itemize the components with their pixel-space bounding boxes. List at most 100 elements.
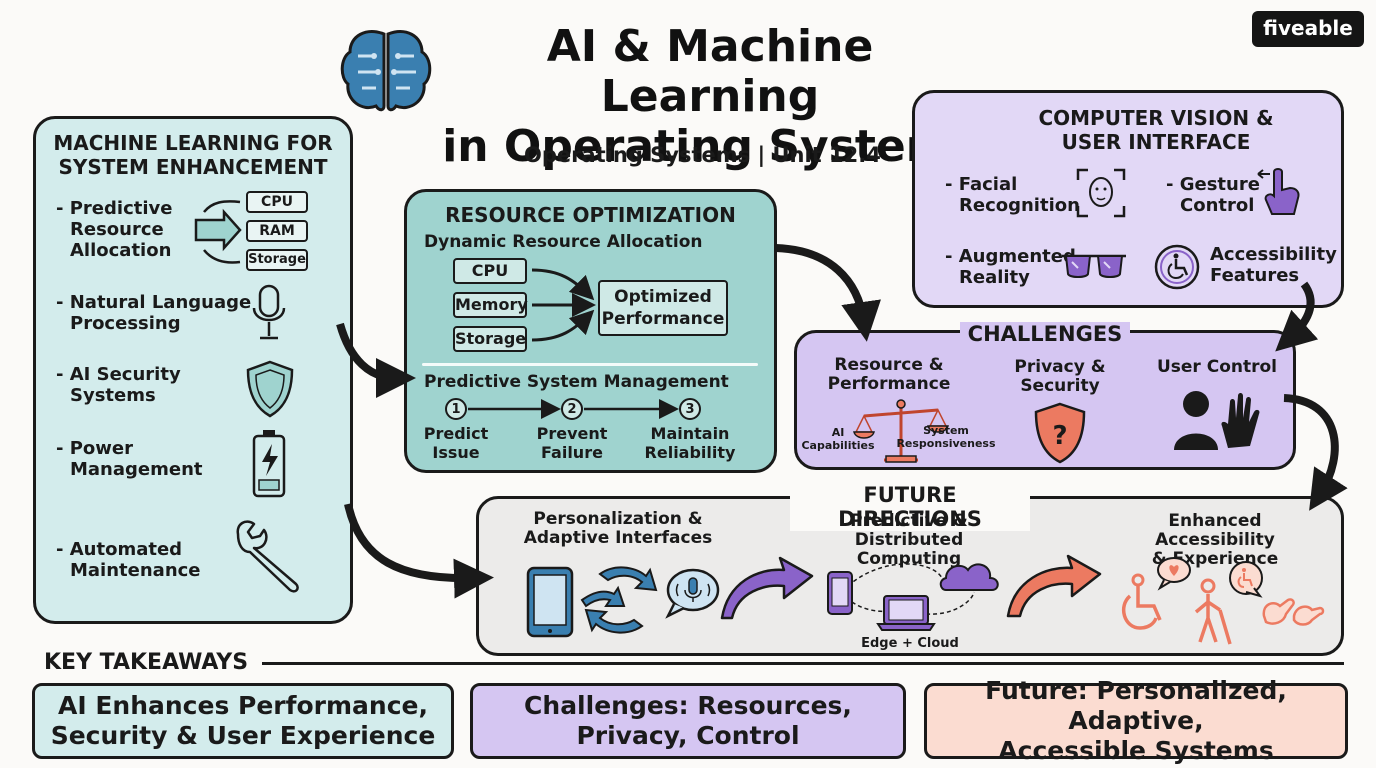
step-2-line2: Failure bbox=[541, 443, 603, 462]
resource-panel-subtitle: Dynamic Resource Allocation bbox=[424, 232, 703, 252]
ml-title-line-2: SYSTEM ENHANCEMENT bbox=[58, 155, 328, 179]
edge-cloud-caption: Edge + Cloud bbox=[861, 636, 959, 651]
challenge-privacy: Privacy & Security bbox=[1002, 358, 1118, 396]
step-2-line1: Prevent bbox=[536, 424, 608, 443]
wrench-icon bbox=[236, 520, 299, 593]
c1-line2: Performance bbox=[827, 374, 951, 394]
ml-item-3-line2: Systems bbox=[70, 385, 156, 406]
user-hand-icon bbox=[1174, 391, 1260, 450]
cv-item-accessibility: Accessibility Features bbox=[1210, 244, 1337, 286]
voice-bubble-icon bbox=[665, 568, 720, 619]
psm-title: Predictive System Management bbox=[424, 372, 729, 392]
title-line-1: AI & Machine Learning bbox=[546, 21, 874, 122]
ml-item-4-line2: Management bbox=[70, 459, 203, 480]
step-maintain: Maintain Reliability bbox=[642, 424, 738, 462]
ml-item-3-line1: - AI Security bbox=[56, 364, 181, 385]
face-scan-icon bbox=[1076, 168, 1126, 218]
brand-logo: fiveable bbox=[1252, 11, 1364, 47]
challenge-resource: Resource & Performance bbox=[814, 356, 964, 394]
ml-item-5-line1: - Automated bbox=[56, 539, 183, 560]
cv-item-ar: - Augmented Reality bbox=[945, 246, 1076, 288]
t1-line1: AI Enhances Performance, bbox=[57, 691, 429, 720]
ml-item-5-line2: Maintenance bbox=[70, 560, 201, 581]
ml-item-4-line1: - Power bbox=[56, 438, 134, 459]
c2-line1: Privacy & bbox=[1014, 357, 1106, 377]
system-responsiveness-label: System Responsiveness bbox=[890, 424, 1002, 450]
balance-scale-icon bbox=[853, 399, 949, 463]
ro-chip-storage: Storage bbox=[453, 326, 527, 352]
ro-chip-cpu: CPU bbox=[453, 258, 527, 284]
cv-item-4-line2: Features bbox=[1210, 265, 1300, 286]
cv-item-1-line2: Recognition bbox=[959, 195, 1080, 216]
c2-line2: Security bbox=[1020, 376, 1100, 396]
step-3-line1: Maintain bbox=[650, 424, 730, 443]
pointing-hand-icon bbox=[1257, 168, 1300, 215]
ml-item-maintenance: - Automated Maintenance bbox=[56, 539, 201, 581]
cv-panel-title: COMPUTER VISION & USER INTERFACE bbox=[1000, 106, 1312, 154]
arrow-ml-to-resource bbox=[336, 322, 416, 398]
brain-icon bbox=[340, 30, 432, 112]
step-prevent: Prevent Failure bbox=[532, 424, 612, 462]
challenges-title: CHALLENGES bbox=[960, 322, 1130, 346]
ml-item-power: - Power Management bbox=[56, 438, 203, 480]
ro-chip-memory: Memory bbox=[453, 292, 528, 318]
f3-line1: Enhanced Accessibility bbox=[1155, 511, 1275, 550]
psm-steps-flow bbox=[445, 398, 701, 420]
f2-line1: Predictive & Distributed bbox=[850, 511, 968, 550]
arrow-challenges-to-future bbox=[1283, 394, 1348, 511]
sync-arrows-icon bbox=[580, 566, 658, 634]
ml-item-nlp: - Natural Language Processing bbox=[56, 292, 251, 334]
resource-panel-title: RESOURCE OPTIMIZATION bbox=[445, 203, 736, 227]
ml-title-line-1: MACHINE LEARNING FOR bbox=[53, 131, 333, 155]
ml-item-2-line1: - Natural Language bbox=[56, 292, 252, 313]
tablet-icon bbox=[526, 566, 574, 638]
ml-item-1-line1: - Predictive bbox=[56, 198, 173, 219]
brand-name: fiveable bbox=[1263, 16, 1353, 40]
step-3-num: 3 bbox=[685, 402, 695, 417]
step-predict: Predict Issue bbox=[416, 424, 496, 462]
cv-item-1-line1: - Facial bbox=[945, 174, 1018, 195]
ml-item-2-line2: Processing bbox=[70, 313, 181, 334]
title-line-2: in Operating Systems bbox=[442, 121, 978, 172]
arrow-cv-to-challenges bbox=[1275, 281, 1319, 352]
f1-line1: Personalization & bbox=[533, 509, 703, 529]
future-personalization: Personalization & Adaptive Interfaces bbox=[510, 510, 726, 548]
t2-line1: Challenges: Resources, bbox=[524, 691, 852, 720]
salmon-arrow-icon bbox=[1006, 554, 1102, 618]
page-title: AI & Machine Learning in Operating Syste… bbox=[440, 22, 980, 172]
cv-item-2-line2: Control bbox=[1180, 195, 1255, 216]
shield-question-icon: ? bbox=[1034, 402, 1086, 464]
accessibility-people-icon bbox=[1121, 557, 1325, 645]
ml-item-security: - AI Security Systems bbox=[56, 364, 181, 406]
cv-item-3-line2: Reality bbox=[959, 267, 1030, 288]
ar-glasses-icon bbox=[1062, 254, 1126, 278]
ai-line2: Capabilities bbox=[801, 439, 875, 452]
ml-chip-storage: Storage bbox=[246, 249, 308, 271]
t2-line2: Privacy, Control bbox=[576, 721, 800, 750]
ml-item-predictive: - Predictive Resource Allocation bbox=[56, 198, 172, 261]
cv-item-4-line1: Accessibility bbox=[1210, 244, 1337, 265]
purple-arrow-icon bbox=[720, 556, 814, 620]
fan-out-arrows-icon bbox=[194, 200, 242, 264]
sys-line1: System bbox=[923, 424, 969, 437]
shield-icon bbox=[246, 360, 294, 418]
ml-item-1-line3: Allocation bbox=[70, 240, 172, 261]
takeaway-future: Future: Personalized, Adaptive, Accessib… bbox=[924, 676, 1348, 765]
optimized-performance-box: Optimized Performance bbox=[598, 280, 728, 336]
step-1-line1: Predict bbox=[423, 424, 489, 443]
ai-line1: AI bbox=[831, 426, 845, 439]
step-3-line2: Reliability bbox=[644, 443, 736, 462]
ml-chip-cpu: CPU bbox=[246, 191, 308, 213]
cv-item-facial: - Facial Recognition bbox=[945, 174, 1080, 216]
accessibility-icon bbox=[1154, 244, 1200, 290]
battery-icon bbox=[252, 430, 286, 498]
takeaway-performance: AI Enhances Performance, Security & User… bbox=[32, 683, 454, 759]
resource-divider bbox=[422, 363, 758, 366]
cv-item-2-line1: - Gesture bbox=[1166, 174, 1260, 195]
ai-capabilities-label: AI Capabilities bbox=[798, 426, 878, 452]
future-predictive: Predictive & Distributed Computing bbox=[796, 512, 1022, 569]
ml-chip-ram: RAM bbox=[246, 220, 308, 242]
arrow-resource-to-challenges bbox=[775, 244, 881, 342]
future-title: FUTURE DIRECTIONS bbox=[790, 483, 1030, 531]
